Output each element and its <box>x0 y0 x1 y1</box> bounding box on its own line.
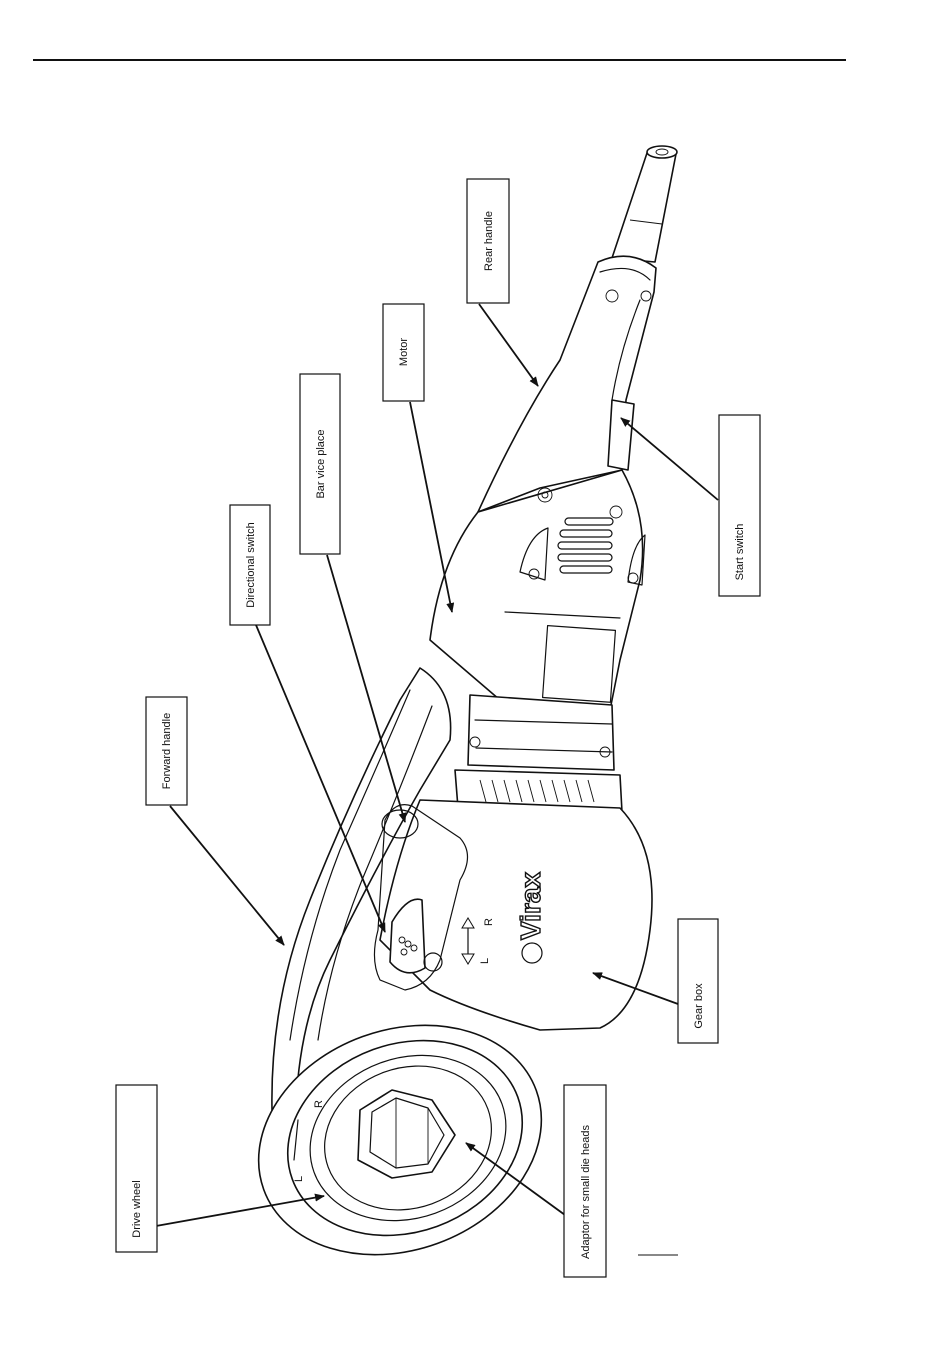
svg-text:L: L <box>479 958 491 964</box>
svg-text:Directional switch: Directional switch <box>245 522 257 608</box>
svg-text:Drive wheel: Drive wheel <box>131 1180 143 1237</box>
svg-text:Forward handle: Forward handle <box>161 713 173 789</box>
svg-text:Bar vice place: Bar vice place <box>315 429 327 498</box>
svg-text:Start switch: Start switch <box>734 524 746 581</box>
svg-text:L: L <box>293 1176 305 1182</box>
label-gear-box: Gear box <box>678 919 718 1043</box>
svg-text:Rear handle: Rear handle <box>483 211 495 271</box>
label-adaptor: Adaptor for small die heads <box>564 1085 606 1277</box>
label-start-switch: Start switch <box>719 415 760 596</box>
label-forward-handle: Forward handle <box>146 697 187 805</box>
label-motor: Motor <box>383 304 424 401</box>
brand-logo-text: Virax <box>515 872 546 940</box>
svg-text:Motor: Motor <box>398 338 410 366</box>
svg-text:R: R <box>483 918 495 926</box>
power-drive-illustration: Virax L R L R <box>226 146 678 1293</box>
start-switch-trigger <box>608 400 634 470</box>
label-bar-vice-place: Bar vice place <box>300 374 340 554</box>
label-directional-switch: Directional switch <box>230 505 270 625</box>
svg-text:Gear box: Gear box <box>693 983 705 1029</box>
label-drive-wheel: Drive wheel <box>116 1085 157 1252</box>
svg-text:Adaptor for small die heads: Adaptor for small die heads <box>580 1125 592 1259</box>
label-rear-handle: Rear handle <box>467 179 509 303</box>
motor-housing <box>430 470 643 710</box>
svg-text:R: R <box>313 1100 325 1108</box>
motor-collar <box>468 695 614 770</box>
cable-gland <box>612 150 676 262</box>
cable-gland-tip <box>647 146 677 158</box>
